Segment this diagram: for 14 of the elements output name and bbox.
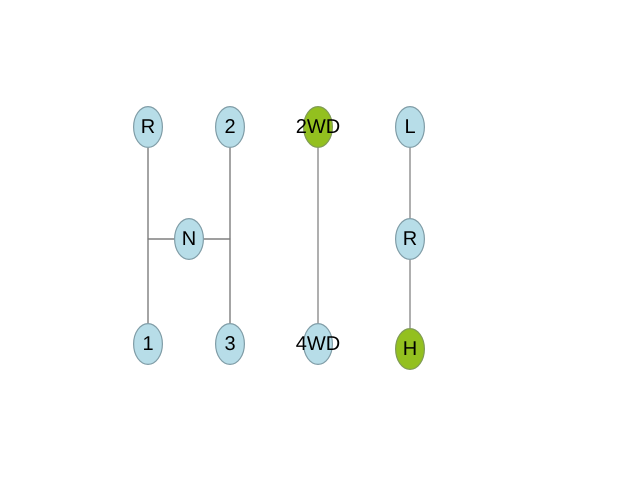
position-label: 2 bbox=[224, 117, 236, 137]
connector-line bbox=[204, 238, 231, 323]
position-label: R bbox=[140, 117, 156, 137]
connector-line bbox=[317, 148, 319, 323]
connector-line bbox=[147, 238, 174, 323]
position-label: 3 bbox=[224, 334, 236, 354]
position-label: L bbox=[404, 117, 416, 137]
connector-line bbox=[409, 260, 411, 328]
position-label: 4WD bbox=[296, 334, 340, 354]
position-label: N bbox=[182, 229, 196, 249]
position-label: 1 bbox=[142, 334, 154, 354]
position-label: H bbox=[402, 339, 418, 359]
connector-line bbox=[409, 148, 411, 218]
position-label: R bbox=[402, 229, 418, 249]
